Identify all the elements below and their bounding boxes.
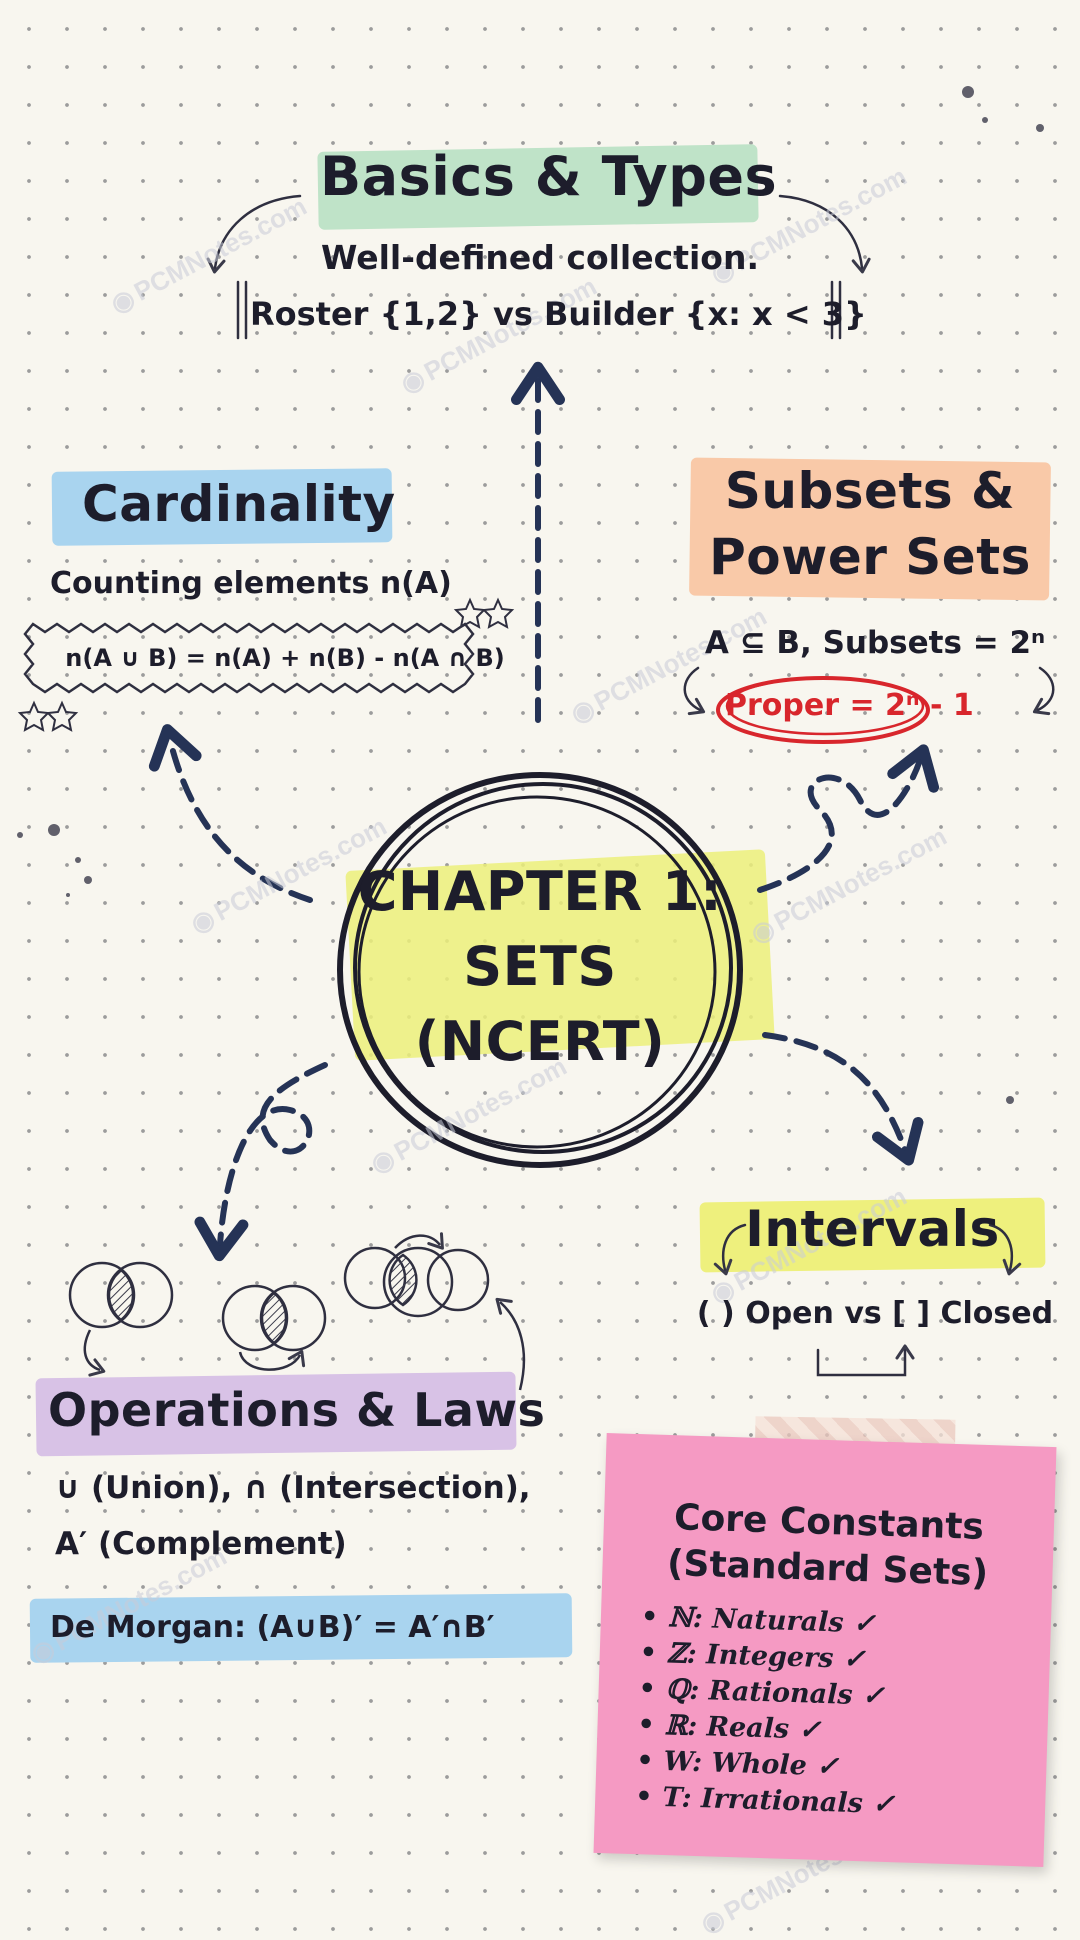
intervals-title: Intervals [745, 1200, 1000, 1258]
cardinality-formula: n(A ∪ B) = n(A) + n(B) - n(A ∩ B) [65, 644, 505, 672]
intervals-description: ( ) Open vs [ ] Closed [696, 1296, 1054, 1331]
chapter-title-line1: CHAPTER 1: [357, 860, 723, 923]
star-doodles [17, 597, 515, 732]
operations-union-intersection: ∪ (Union), ∩ (Intersection), [55, 1470, 531, 1506]
de-morgan-law: De Morgan: (A∪B)′ = A′∩B′ [50, 1610, 495, 1645]
core-constants-title-line2: (Standard Sets) [666, 1543, 989, 1595]
subsets-formula: A ⊆ B, Subsets = 2ⁿ [704, 625, 1046, 661]
basics-definition: Well-defined collection. [321, 238, 759, 277]
cardinality-description: Counting elements n(A) [50, 566, 452, 601]
subsets-title-line2: Power Sets [709, 528, 1031, 586]
operations-title: Operations & Laws [48, 1383, 546, 1437]
arrow-to-subsets [757, 744, 940, 893]
operations-complement: A′ (Complement) [55, 1526, 347, 1562]
core-constants-title-line1: Core Constants [673, 1497, 985, 1548]
basics-title: Basics & Types [320, 145, 778, 208]
chapter-title-line3: (NCERT) [414, 1010, 666, 1073]
basics-roster-builder: Roster {1,2} vs Builder {x: x < 3} [250, 295, 867, 333]
venn-doodles [68, 1232, 526, 1391]
cardinality-formula-border [23, 622, 475, 694]
core-constants-note: Core Constants (Standard Sets) ℕ: Natura… [593, 1433, 1057, 1867]
proper-subsets-formula: Proper = 2ⁿ - 1 [725, 688, 974, 723]
arrow-to-cardinality [148, 724, 313, 903]
subsets-title-line1: Subsets & [724, 462, 1016, 520]
cardinality-title: Cardinality [82, 475, 396, 533]
standard-sets-list: ℕ: Naturals ✓ ℤ: Integers ✓ ℚ: Rationals… [635, 1599, 901, 1823]
arrow-to-operations [194, 1062, 328, 1262]
chapter-title-line2: SETS [463, 935, 617, 998]
center-circle [337, 772, 743, 1168]
list-item: T: Irrationals ✓ [635, 1779, 896, 1823]
arrow-to-intervals [762, 1032, 924, 1166]
